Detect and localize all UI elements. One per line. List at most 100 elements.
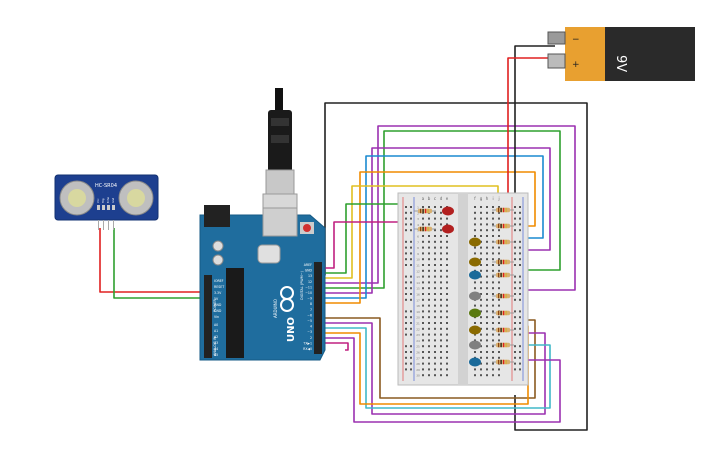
breadboard-hole [422, 246, 424, 249]
breadboard-hole [422, 240, 424, 243]
led [469, 257, 481, 267]
breadboard-column-label: c [434, 196, 436, 201]
breadboard-hole [480, 229, 482, 232]
breadboard-hole [480, 304, 482, 307]
breadboard-hole [434, 368, 436, 371]
rail-hole [410, 310, 412, 313]
arduino-uno-board[interactable]: ARDUINO UNO DIGITAL (PWM~) POWER ANALOG … [199, 205, 326, 361]
rail-hole [514, 293, 516, 295]
sensor-pin [107, 205, 110, 210]
resistor [492, 239, 514, 245]
rail-hole [514, 310, 516, 313]
pin-label: 2 [310, 336, 312, 340]
breadboard-hole [440, 287, 442, 290]
breadboard-hole [498, 322, 500, 324]
rail-hole [410, 333, 412, 336]
breadboard-hole [498, 339, 500, 342]
pin-label: 3.3V [214, 291, 222, 295]
pin-label: A1 [214, 329, 218, 333]
breadboard-hole [498, 351, 500, 353]
breadboard-hole [474, 351, 476, 353]
breadboard-row-label: 16 [416, 293, 420, 297]
breadboard-hole [428, 298, 430, 301]
breadboard-hole [428, 258, 430, 261]
rail-hole [410, 298, 412, 301]
rail-hole [519, 275, 521, 278]
rail-hole [405, 345, 407, 348]
breadboard-hole [428, 275, 430, 278]
breadboard-hole [492, 339, 494, 342]
breadboard-hole [446, 322, 448, 324]
rail-hole [514, 240, 516, 243]
rail-hole [519, 240, 521, 243]
rail-hole [405, 362, 407, 365]
breadboard-hole [486, 275, 488, 278]
breadboard-hole [486, 368, 488, 371]
breadboard-hole [486, 235, 488, 237]
rail-hole [405, 327, 407, 330]
breadboard-hole [428, 252, 430, 255]
rail-hole [410, 368, 412, 371]
breadboard-hole [440, 223, 442, 226]
pin-label: GND [214, 303, 222, 307]
breadboard-row-label: 23 [416, 333, 420, 337]
rail-hole [519, 252, 521, 255]
breadboard-row-label: 10 [416, 258, 420, 262]
breadboard-hole [440, 374, 442, 377]
breadboard-hole [486, 223, 488, 226]
breadboard-hole [422, 281, 424, 284]
rail-hole [410, 264, 412, 266]
rail-hole [405, 310, 407, 313]
breadboard-hole [428, 281, 430, 284]
rail-hole [519, 327, 521, 330]
rail-hole [405, 368, 407, 371]
breadboard-hole [498, 298, 500, 301]
pin-label: A2 [214, 335, 218, 339]
breadboard-hole [480, 298, 482, 301]
breadboard-hole [446, 374, 448, 377]
rail-hole [410, 327, 412, 330]
rail-hole [514, 287, 516, 290]
arduino-brand: ARDUINO [273, 299, 278, 318]
resistor [492, 259, 514, 265]
rail-hole [514, 316, 516, 319]
pin-label: ~5 [307, 319, 312, 323]
breadboard-hole [440, 351, 442, 353]
breadboard-hole [486, 246, 488, 249]
sensor-pin [97, 205, 100, 210]
breadboard-hole [486, 351, 488, 353]
battery-minus: − [572, 35, 580, 45]
breadboard-hole [480, 322, 482, 324]
breadboard-hole [498, 304, 500, 307]
pin-label: A3 [214, 341, 218, 345]
breadboard-hole [446, 339, 448, 342]
breadboard-hole [434, 322, 436, 324]
breadboard-hole [422, 310, 424, 313]
rail-hole [519, 293, 521, 295]
breadboard-hole [446, 240, 448, 243]
breadboard-hole [422, 217, 424, 220]
reset-button[interactable] [303, 224, 311, 232]
breadboard-hole [480, 310, 482, 313]
breadboard-hole [492, 287, 494, 290]
breadboard-hole [422, 345, 424, 348]
breadboard-hole [446, 246, 448, 249]
breadboard-hole [422, 298, 424, 301]
rail-hole [514, 322, 516, 324]
breadboard-hole [498, 258, 500, 261]
breadboard-hole [428, 310, 430, 313]
breadboard-hole [446, 264, 448, 266]
breadboard-hole [486, 374, 488, 377]
rail-hole [514, 368, 516, 371]
pin-label: RX◀0 [303, 347, 312, 351]
breadboard-hole [446, 368, 448, 371]
breadboard-hole [428, 322, 430, 324]
battery-9v[interactable]: − + 9V [547, 27, 695, 81]
resistor [492, 327, 514, 333]
breadboard-hole [446, 327, 448, 330]
breadboard-hole [446, 304, 448, 307]
breadboard-hole [440, 275, 442, 278]
